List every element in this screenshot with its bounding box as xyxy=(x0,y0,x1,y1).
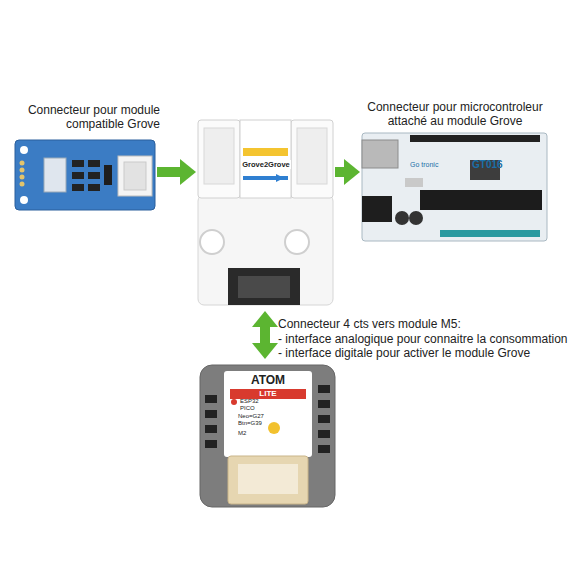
board-name: GT016 xyxy=(472,159,522,171)
board-caption: Connecteur pour microcontroleur attaché … xyxy=(350,100,560,129)
pin-label: Neo=G27 xyxy=(238,413,264,420)
module-name: ATOM xyxy=(230,373,306,387)
chip-label: ESP32 xyxy=(240,398,259,405)
arduino-board xyxy=(362,133,547,241)
module-variant: LITE xyxy=(230,389,306,399)
flow-arrow xyxy=(260,327,270,343)
atom-lite-module xyxy=(200,365,335,507)
brand-label: Go tronic xyxy=(410,161,460,169)
unit-label: Grove2Grove xyxy=(241,160,291,169)
flow-arrow xyxy=(157,167,180,177)
grove2grove-unit xyxy=(198,120,333,305)
microcontroller-board: Connecteur pour microcontroleur attaché … xyxy=(362,133,547,241)
pin-label: Btn=G39 xyxy=(238,420,262,427)
flow-arrow xyxy=(335,167,344,177)
atom-module: ATOM LITE xyxy=(200,365,335,507)
grove-sensor-board xyxy=(15,140,155,210)
module-caption: Connecteur pour module compatible Grove xyxy=(10,103,160,132)
pin-label: M2 xyxy=(238,430,246,437)
connector-label: Connecteur 4 cts vers module M5: xyxy=(278,317,461,331)
grove2grove-unit: Grove2Grove xyxy=(198,120,333,305)
note-line: - interface digitale pour activer le mod… xyxy=(278,346,530,360)
sensor-module: Connecteur pour module compatible Grove xyxy=(15,140,155,210)
note-line: - interface analogique pour connaitre la… xyxy=(278,332,568,346)
chip-label: PICO xyxy=(240,405,255,412)
